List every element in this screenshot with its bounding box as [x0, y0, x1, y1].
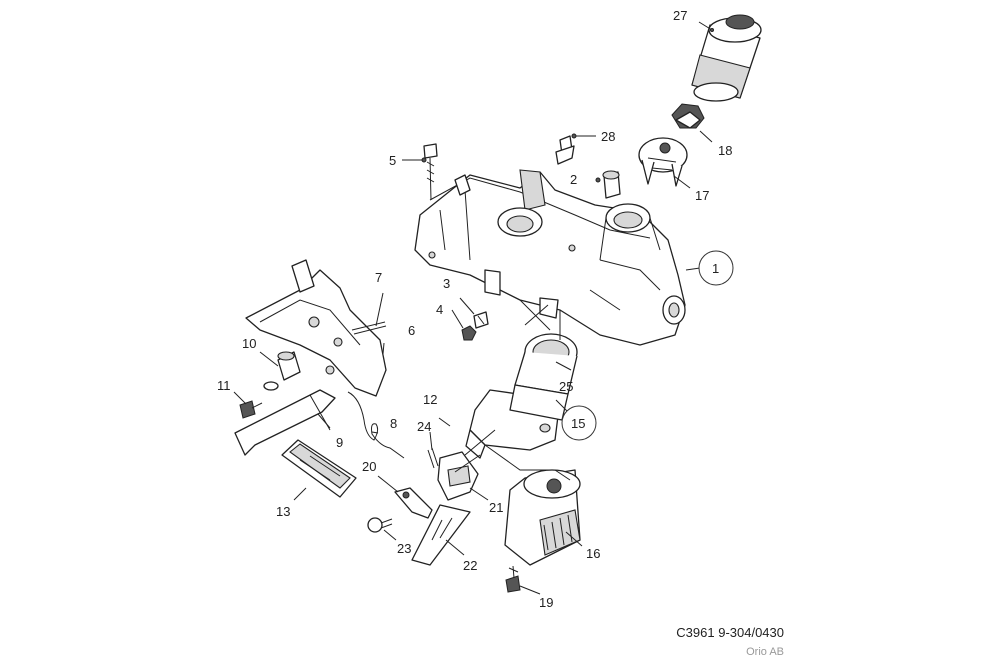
part-22-plate	[411, 504, 471, 566]
part-19-screw	[505, 565, 521, 593]
part-17-lock-ring	[638, 137, 688, 187]
label-20: 20	[362, 459, 376, 474]
label-9: 9	[336, 435, 343, 450]
part-6-lever-plate	[245, 259, 387, 397]
label-13: 13	[276, 504, 290, 519]
part-24-pin	[427, 447, 439, 469]
label-6: 6	[408, 323, 415, 338]
part-27-cylinder	[691, 14, 762, 102]
label-16: 16	[586, 546, 600, 561]
label-10: 10	[242, 336, 256, 351]
label-15-circle	[561, 405, 597, 441]
part-3-screw	[473, 311, 489, 329]
label-24: 24	[417, 419, 431, 434]
part-15-base	[465, 384, 569, 459]
part-13-cover	[281, 439, 357, 498]
label-17: 17	[695, 188, 709, 203]
part-2-sleeve	[602, 170, 621, 199]
label-18: 18	[718, 143, 732, 158]
label-23: 23	[397, 541, 411, 556]
label-19: 19	[539, 595, 553, 610]
part-28-pin	[555, 135, 575, 165]
label-7: 7	[375, 270, 382, 285]
leader-lines	[233, 21, 714, 595]
label-3: 3	[443, 276, 450, 291]
part-21-bracket	[437, 451, 479, 501]
label-4: 4	[436, 302, 443, 317]
part-11-bolt	[239, 400, 263, 419]
label-8: 8	[390, 416, 397, 431]
part-18-nut	[671, 103, 705, 129]
label-11: 11	[217, 378, 231, 393]
part-23-screw	[367, 517, 393, 533]
label-1-circle	[698, 250, 734, 286]
part-labels: 27 18 17 28 2 5 3 4 1 25 15 7 6 10 11 9 …	[217, 8, 734, 610]
part-4-nut	[461, 325, 477, 341]
part-9-bar	[234, 389, 336, 456]
part-1-housing	[414, 169, 686, 346]
part-16-ignition-switch	[504, 469, 581, 566]
part-25-collar	[514, 333, 578, 395]
part-20-lever	[394, 487, 433, 519]
part-8-spring	[347, 391, 405, 459]
label-5: 5	[389, 153, 396, 168]
label-12: 12	[423, 392, 437, 407]
label-21: 21	[489, 500, 503, 515]
label-25: 25	[559, 379, 573, 394]
label-2: 2	[570, 172, 577, 187]
label-15: 15	[571, 416, 585, 431]
part-7-rod	[351, 321, 387, 335]
label-27: 27	[673, 8, 687, 23]
part-5-bolt	[423, 143, 438, 201]
label-22: 22	[463, 558, 477, 573]
assembly-connection-lines	[454, 299, 571, 481]
drawing-reference-code: C3961 9-304/0430	[676, 625, 784, 640]
label-1: 1	[712, 261, 719, 276]
drawing-owner: Orio AB	[746, 646, 784, 658]
label-28: 28	[601, 129, 615, 144]
part-10-spacer	[263, 351, 301, 391]
